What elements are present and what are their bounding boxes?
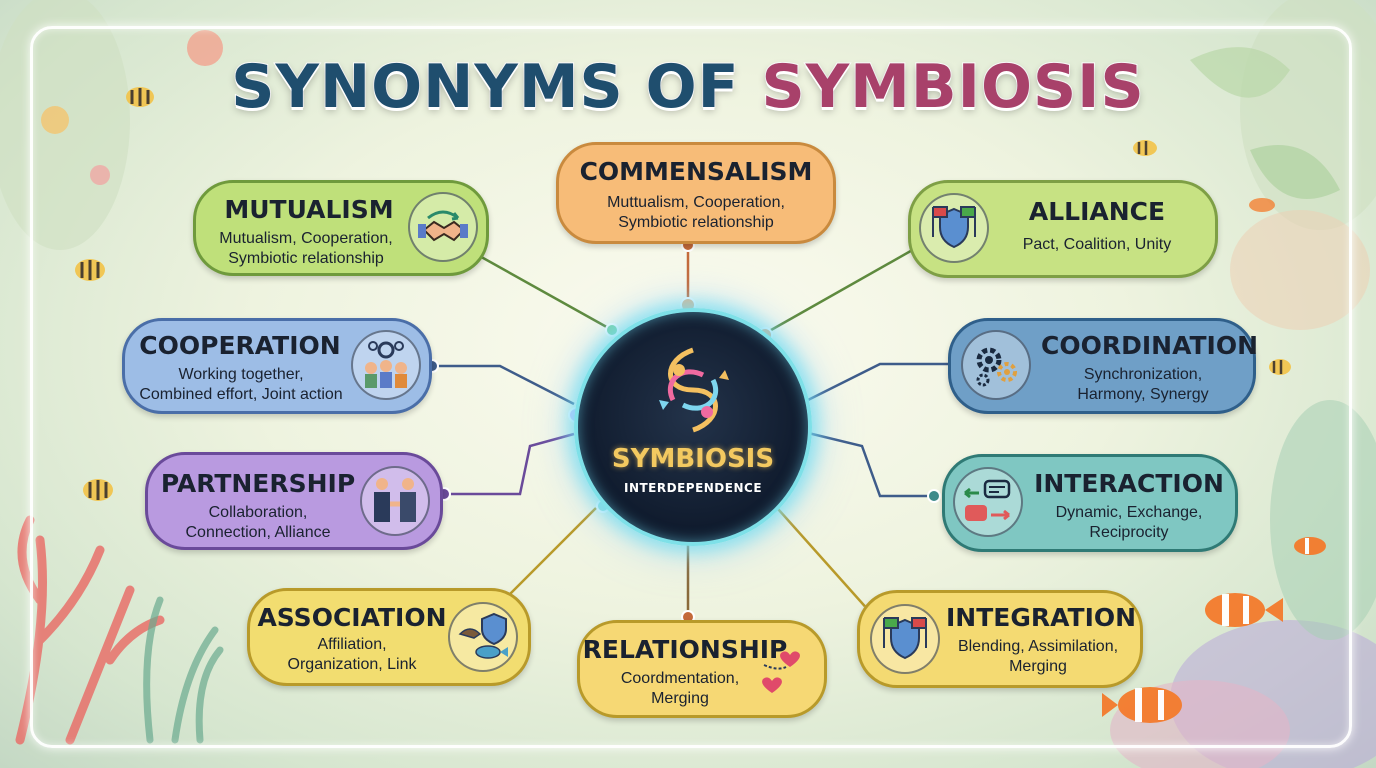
- link-mutualism: [475, 252, 613, 332]
- node-description: Blending, Assimilation, Merging: [940, 637, 1136, 677]
- desc-line: Symbiotic relationship: [618, 214, 774, 231]
- node-label: INTEGRATION: [946, 603, 1137, 632]
- node-association: ASSOCIATION Affiliation, Organization, L…: [247, 588, 531, 686]
- desc-line: Symbiotic relationship: [228, 250, 384, 267]
- connector-dot: [605, 323, 619, 337]
- node-description: Working together, Combined effort, Joint…: [131, 365, 351, 405]
- hub-subtitle: INTERDEPENDENCE: [623, 481, 763, 495]
- desc-line: Pact, Coalition, Unity: [1022, 236, 1172, 253]
- node-integration: INTEGRATION Blending, Assimilation, Merg…: [857, 590, 1143, 688]
- desc-line: Reciprocity: [1089, 524, 1169, 541]
- desc-line: Muttualism, Cooperation,: [607, 194, 785, 211]
- node-relationship: RELATIONSHIP Coordmentation, Merging: [577, 620, 827, 718]
- node-coordination: COORDINATION Synchronization, Harmony, S…: [948, 318, 1259, 414]
- link-interaction: [803, 430, 934, 498]
- page-title: SYNONYMS OF SYMBIOSIS: [0, 51, 1376, 123]
- desc-line: Harmony, Synergy: [1077, 386, 1209, 403]
- desc-line: Combined effort, Joint action: [139, 386, 343, 403]
- node-description: Collaboration, Connection, Alliance: [158, 503, 358, 543]
- node-description: Dynamic, Exchange, Reciprocity: [1031, 503, 1227, 543]
- chat-arrows-icon: [953, 467, 1023, 537]
- center-hub: SYMBIOSIS INTERDEPENDENCE: [574, 308, 812, 546]
- node-commensalism: COMMENSALISM Muttualism, Cooperation, Sy…: [556, 142, 836, 244]
- desc-line: Synchronization,: [1083, 366, 1203, 383]
- node-label: RELATIONSHIP: [582, 635, 788, 664]
- desc-line: Coordmentation,: [620, 670, 740, 687]
- node-label: MUTUALISM: [224, 195, 394, 224]
- node-mutualism: MUTUALISM Mutualism, Cooperation, Symbio…: [193, 180, 489, 276]
- desc-line: Collaboration,: [208, 504, 308, 521]
- title-part-2: SYMBIOSIS: [761, 51, 1145, 123]
- node-description: Synchronization, Harmony, Synergy: [1043, 365, 1243, 405]
- node-description: Mutualism, Cooperation, Symbiotic relati…: [206, 229, 406, 269]
- desc-line: Mutualism, Cooperation,: [219, 230, 393, 247]
- symbiosis-icon: [659, 347, 729, 433]
- node-label: COOPERATION: [139, 331, 341, 360]
- node-description: Pact, Coalition, Unity: [991, 235, 1203, 255]
- desc-line: Connection, Alliance: [185, 524, 331, 541]
- connector-dot: [927, 489, 941, 503]
- desc-line: Dynamic, Exchange,: [1055, 504, 1203, 521]
- desc-line: Blending, Assimilation,: [957, 638, 1119, 655]
- business-handshake-icon: [360, 466, 430, 536]
- node-label: ALLIANCE: [1028, 197, 1166, 226]
- content-frame: [30, 26, 1352, 748]
- node-description: Affiliation, Organization, Link: [254, 635, 450, 675]
- node-label: PARTNERSHIP: [160, 469, 356, 498]
- link-integration: [769, 499, 871, 613]
- link-partnership: [444, 432, 575, 496]
- desc-line: Merging: [1009, 658, 1067, 675]
- node-partnership: PARTNERSHIP Collaboration, Connection, A…: [145, 452, 443, 550]
- title-part-1: SYNONYMS OF: [230, 51, 740, 123]
- node-alliance: ALLIANCE Pact, Coalition, Unity: [908, 180, 1218, 278]
- link-cooperation: [432, 364, 575, 406]
- node-label: INTERACTION: [1034, 469, 1224, 498]
- link-alliance: [763, 246, 917, 336]
- bird-fish-shield-icon: [448, 602, 518, 672]
- hub-title: SYMBIOSIS: [611, 444, 775, 474]
- node-interaction: INTERACTION Dynamic, Exchange, Reciproci…: [942, 454, 1238, 552]
- desc-line: Working together,: [178, 366, 304, 383]
- desc-line: Merging: [651, 690, 709, 707]
- gears-icon: [961, 330, 1031, 400]
- flags-shield-icon: [919, 193, 989, 263]
- node-description: Coordmentation, Merging: [580, 669, 780, 709]
- node-description: Muttualism, Cooperation, Symbiotic relat…: [559, 193, 833, 233]
- flags-shield-icon: [870, 604, 940, 674]
- desc-line: Organization, Link: [287, 656, 417, 673]
- node-label: COMMENSALISM: [579, 157, 813, 186]
- node-cooperation: COOPERATION Working together, Combined e…: [122, 318, 432, 414]
- desc-line: Affiliation,: [317, 636, 387, 653]
- node-label: COORDINATION: [1041, 331, 1259, 360]
- team-gears-icon: [351, 330, 421, 400]
- handshake-icon: [408, 192, 478, 262]
- node-label: ASSOCIATION: [257, 603, 447, 632]
- link-coordination: [803, 362, 948, 404]
- hearts-icon: [762, 651, 800, 693]
